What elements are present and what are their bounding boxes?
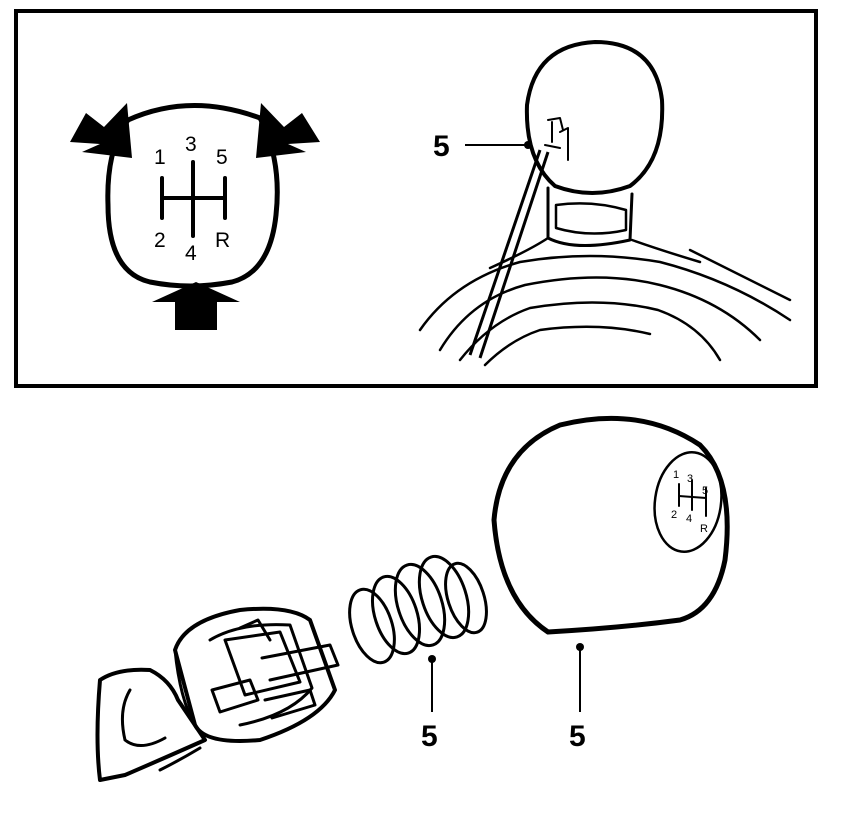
knob-gear-5: 5 — [702, 485, 708, 497]
knob-shift-gate — [678, 479, 707, 517]
knob-gear-1: 1 — [673, 469, 679, 481]
arrow-up-icon — [152, 282, 240, 330]
knob-installed-view: 5 — [418, 40, 792, 367]
top-panel-frame — [14, 9, 818, 388]
knob-gear-4: 4 — [686, 513, 692, 525]
gear-label-2: 2 — [154, 229, 166, 252]
gear-label-1: 1 — [154, 146, 166, 169]
gear-label-5: 5 — [216, 146, 228, 169]
gear-label-4: 4 — [185, 242, 197, 265]
shift-gate — [160, 160, 227, 238]
knob-gear-2: 2 — [671, 509, 677, 521]
callout-spring-5: 5 — [421, 720, 438, 753]
knob-gear-3: 3 — [687, 473, 693, 485]
knob-top-view: 1 3 5 2 4 R — [70, 103, 320, 330]
gear-label-3: 3 — [185, 133, 197, 156]
gear-label-R: R — [215, 229, 230, 252]
arrow-right-icon — [256, 103, 320, 158]
arrow-left-icon — [70, 103, 132, 158]
knob-gear-R: R — [700, 523, 708, 535]
spring — [348, 554, 488, 665]
exploded-view: 5 1 3 5 2 4 R 5 — [95, 415, 730, 782]
callout-knob-5: 5 — [569, 720, 586, 753]
callout-tool-5: 5 — [433, 130, 450, 163]
